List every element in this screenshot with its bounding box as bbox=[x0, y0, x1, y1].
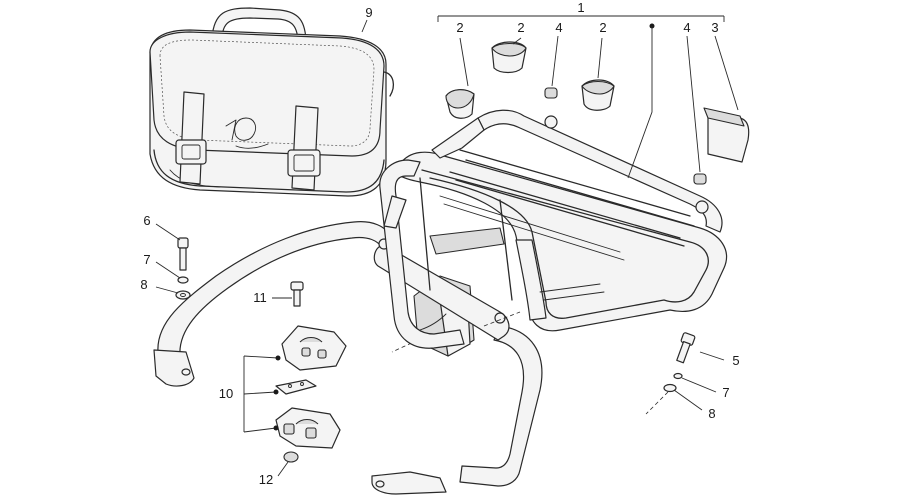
clamp-upper bbox=[281, 325, 347, 371]
label-1: 1 bbox=[577, 0, 584, 15]
clamp-lower bbox=[275, 407, 341, 449]
clip-2b bbox=[491, 41, 527, 74]
saddlebag bbox=[149, 7, 395, 197]
label-7-left: 7 bbox=[143, 252, 150, 267]
cap-4b bbox=[693, 173, 707, 185]
label-12: 12 bbox=[259, 472, 273, 487]
label-8-right: 8 bbox=[708, 406, 715, 421]
label-10: 10 bbox=[219, 386, 233, 401]
clip-2c bbox=[581, 79, 615, 111]
bolt-5 bbox=[676, 332, 696, 364]
label-8-left: 8 bbox=[140, 277, 147, 292]
washer-7-right bbox=[673, 372, 683, 380]
label-3: 3 bbox=[711, 20, 718, 35]
label-9: 9 bbox=[365, 5, 372, 20]
label-4b: 4 bbox=[683, 20, 690, 35]
clip-2a bbox=[445, 89, 475, 119]
bolt-6-left bbox=[177, 237, 189, 271]
label-2a: 2 bbox=[456, 20, 463, 35]
nut-12 bbox=[283, 451, 299, 463]
washer-8-right bbox=[663, 383, 677, 393]
label-2b: 2 bbox=[517, 20, 524, 35]
label-2c: 2 bbox=[599, 20, 606, 35]
label-7-right: 7 bbox=[722, 385, 729, 400]
label-11: 11 bbox=[253, 290, 267, 305]
label-6: 6 bbox=[143, 213, 150, 228]
leader-lines bbox=[155, 15, 739, 477]
cap-4a bbox=[544, 87, 558, 99]
luggage-rack bbox=[379, 109, 728, 349]
washer-8-left bbox=[175, 290, 191, 300]
rear-support-frame bbox=[153, 221, 543, 495]
screw-11 bbox=[290, 281, 304, 307]
plate bbox=[275, 379, 317, 395]
end-cap-3 bbox=[703, 107, 750, 163]
label-5: 5 bbox=[732, 353, 739, 368]
washer-7-left bbox=[177, 276, 189, 284]
anniversary-emblem bbox=[225, 117, 269, 149]
label-4a: 4 bbox=[555, 20, 562, 35]
